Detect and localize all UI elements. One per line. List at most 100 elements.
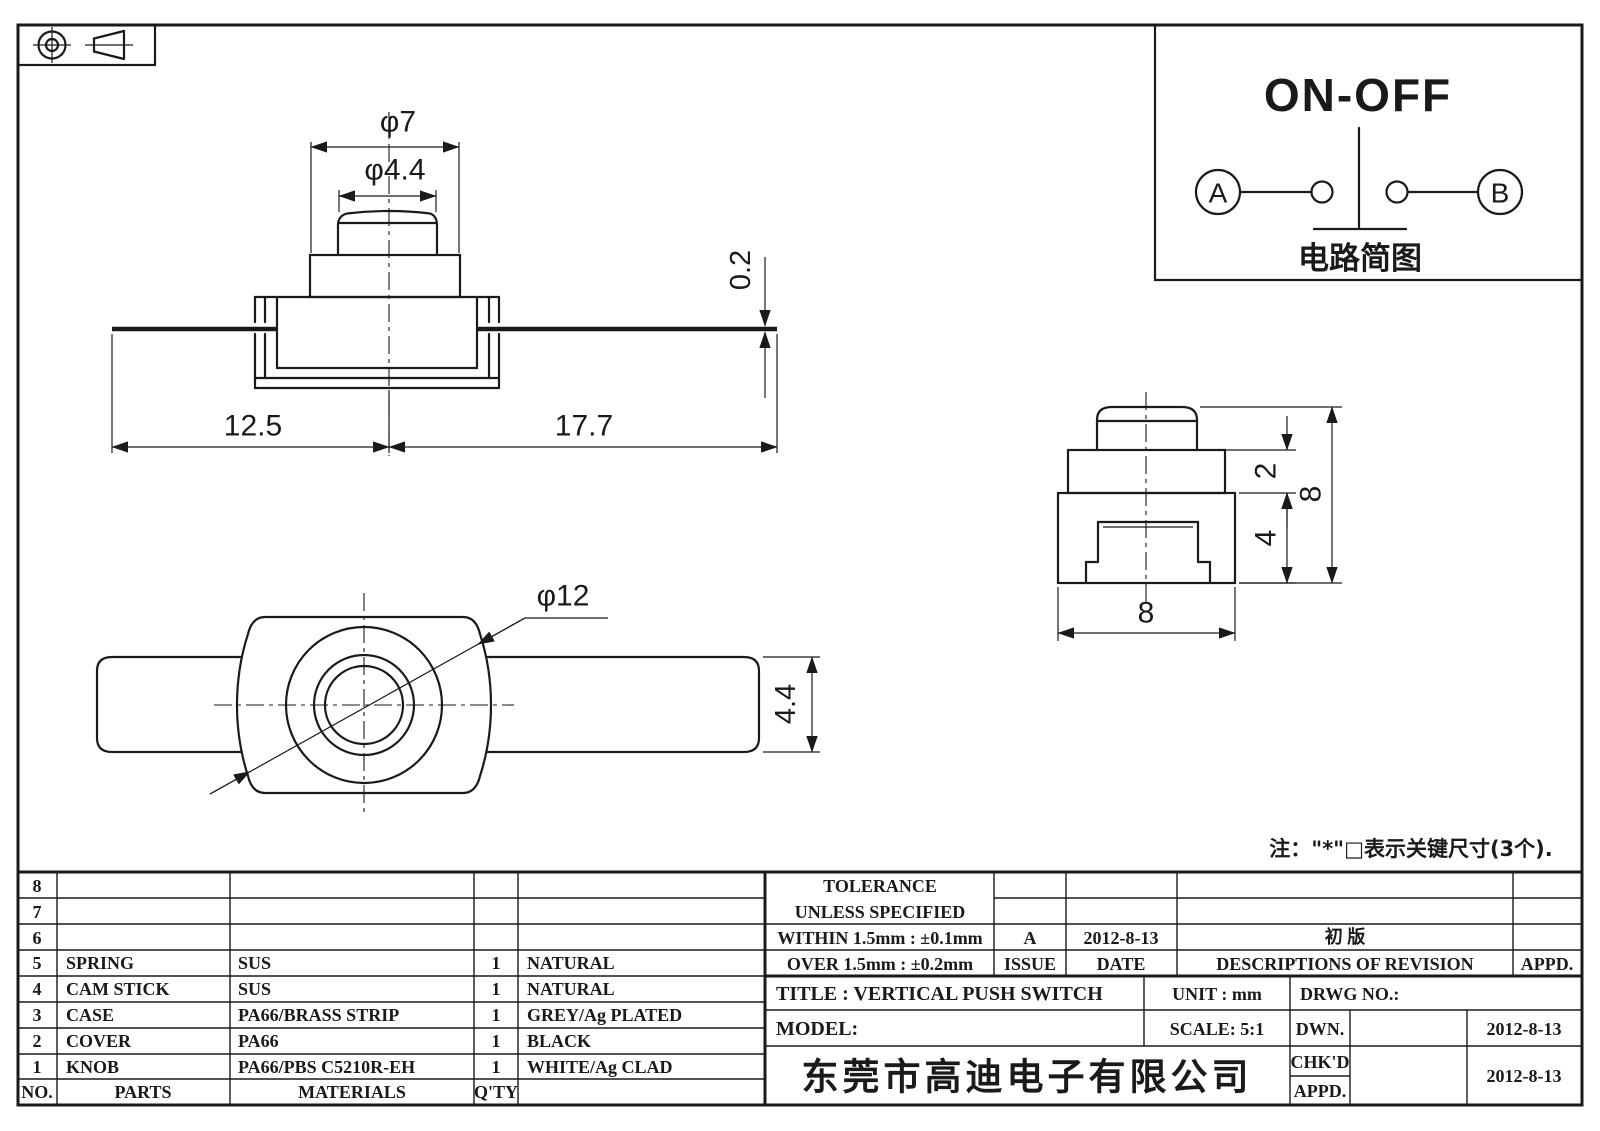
part-name: CAM STICK [66,979,170,999]
dim-base-4-text: 4 [1250,530,1283,547]
dim-step-2: 2 [1200,416,1296,527]
dim-base-4: 4 [1239,492,1296,584]
appd-label: APPD. [1294,1081,1347,1101]
side-knob [1095,405,1199,452]
drwg-no-label: DRWG NO.: [1300,984,1399,1004]
dim-tab-4-4: 4.4 [763,656,820,753]
dim-phi7-text: φ7 [380,106,416,139]
header-no: NO. [21,1082,53,1102]
title-block: TOLERANCE UNLESS SPECIFIED WITHIN 1.5mm … [776,876,1573,1101]
part-finish: WHITE/Ag CLAD [527,1057,673,1077]
row-no: 4 [33,979,42,999]
part-qty: 1 [492,979,501,999]
front-step [308,253,462,299]
scale-label: SCALE: 5:1 [1170,1019,1265,1039]
bottom-view: φ12 4.4 [95,580,820,817]
row-no: 8 [33,876,42,896]
tolerance-title: TOLERANCE [823,876,937,896]
tolerance-within: WITHIN 1.5mm : ±0.1mm [777,928,982,948]
dim-phi4-4: φ4.4 [338,154,437,212]
issue-value: A [1024,928,1037,948]
dim-lead-thickness: 0.2 [725,250,771,398]
issue-label: ISSUE [1004,954,1056,974]
part-material: SUS [238,979,271,999]
projection-cone-icon [85,29,133,61]
part-material: SUS [238,953,271,973]
revision-description-label: DESCRIPTIONS OF REVISION [1216,954,1473,974]
chkd-label: CHK'D [1290,1052,1349,1072]
date-label: DATE [1097,954,1146,974]
dim-tab-4-4-text: 4.4 [770,684,802,724]
dim-step-2-text: 2 [1250,463,1283,480]
revision-description-value: 初 版 [1325,926,1366,947]
model-label: MODEL: [776,1018,858,1040]
appd-column-label: APPD. [1521,954,1574,974]
bottom-tab-left [95,655,282,754]
part-material: PA66 [238,1031,279,1051]
part-material: PA66/PBS C5210R-EH [238,1057,415,1077]
side-groove [1084,520,1212,585]
switch-symbol [1194,126,1524,231]
circuit-title: ON-OFF [1264,69,1452,121]
bottom-tab-right [448,655,761,754]
tolerance-subtitle: UNLESS SPECIFIED [795,902,966,922]
part-finish: NATURAL [527,979,615,999]
part-qty: 1 [492,1031,501,1051]
header-qty: Q'TY [474,1082,518,1102]
front-view: φ7 φ4.4 0.2 12.5 17.7 [111,106,778,456]
sheet-border [16,23,1584,1107]
side-view: 2 4 8 8 [1056,392,1342,641]
dim-width-8: 8 [1057,587,1236,641]
dim-height-8-text: 8 [1295,486,1328,503]
part-finish: GREY/Ag PLATED [527,1005,682,1025]
terminal-a-label: A [1209,178,1228,209]
row-no: 2 [33,1031,42,1051]
dim-width-8-text: 8 [1138,597,1155,630]
part-finish: NATURAL [527,953,615,973]
row-no: 7 [33,902,42,922]
dim-phi12-text: φ12 [537,580,590,613]
dim-phi12: φ12 [209,580,608,795]
row-no: 3 [33,1005,42,1025]
row-no: 1 [33,1057,42,1077]
row-no: 6 [33,928,42,948]
part-name: SPRING [66,953,134,973]
dwn-label: DWN. [1296,1019,1345,1039]
tolerance-over: OVER 1.5mm : ±0.2mm [787,954,973,974]
part-material: PA66/BRASS STRIP [238,1005,399,1025]
header-materials: MATERIALS [298,1082,406,1102]
dim-lead-thickness-text: 0.2 [725,250,757,290]
part-qty: 1 [492,953,501,973]
part-finish: BLACK [527,1031,591,1051]
target-symbol-icon [33,27,71,63]
terminal-b-label: B [1491,178,1510,209]
parts-table: 8 7 6 5 SPRING SUS 1 NATURAL 4 CAM STICK… [21,876,682,1102]
part-qty: 1 [492,1057,501,1077]
part-name: COVER [66,1031,132,1051]
dim-height-8: 8 [1200,406,1342,584]
dim-phi7: φ7 [310,106,460,253]
dwn-date: 2012-8-13 [1487,1019,1562,1039]
dim-phi4-4-text: φ4.4 [364,154,425,187]
part-name: CASE [66,1005,114,1025]
dim-17-7-text: 17.7 [555,410,613,443]
header-parts: PARTS [114,1082,171,1102]
circuit-diagram-box: ON-OFF A B 电路简图 [1153,23,1584,282]
dim-12-5-17-7: 12.5 17.7 [111,334,778,453]
side-base [1056,491,1237,585]
front-knob [336,209,439,257]
dim-12-5-text: 12.5 [224,410,282,443]
revision-date-value: 2012-8-13 [1084,928,1159,948]
row-no: 5 [33,953,42,973]
part-name: KNOB [66,1057,119,1077]
projection-symbol-box [16,23,157,67]
key-dimension-note: 注："*"□表示关键尺寸(3个). [1269,837,1553,861]
drawing-title: TITLE : VERTICAL PUSH SWITCH [776,983,1103,1005]
table-lines [18,870,1582,1105]
part-qty: 1 [492,1005,501,1025]
circuit-caption: 电路简图 [1298,241,1422,277]
company-name: 东莞市高迪电子有限公司 [802,1056,1253,1099]
front-case [253,295,501,390]
